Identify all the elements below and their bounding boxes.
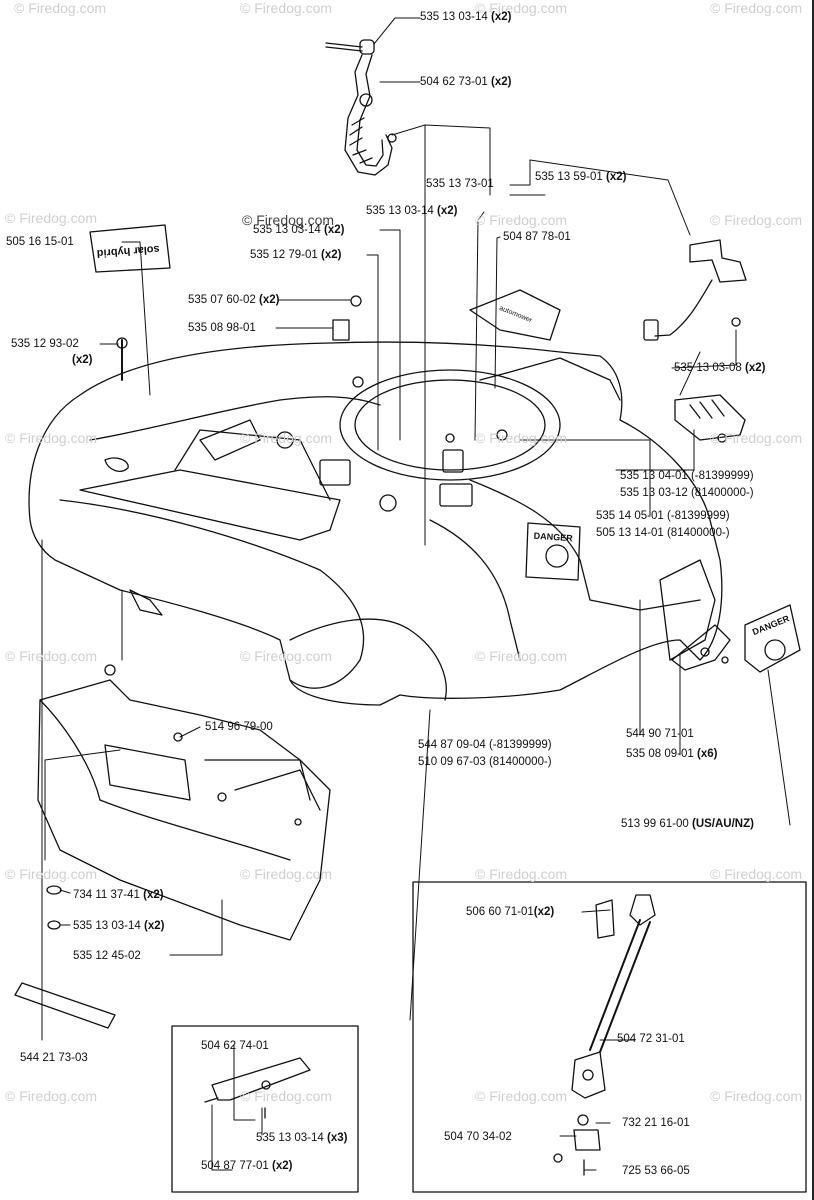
part-label: 535 13 03-14 (x2): [253, 224, 345, 236]
watermark: © Firedog.com: [475, 1088, 568, 1104]
danger-shell-text: DANGER: [533, 531, 573, 544]
watermark: © Firedog.com: [240, 1088, 333, 1104]
watermark: © Firedog.com: [5, 210, 98, 226]
part-label: 505 13 14-01 (81400000-): [596, 527, 730, 539]
part-label: 535 14 05-01 (-81399999): [596, 510, 730, 522]
watermark: © Firedog.com: [710, 866, 803, 882]
part-label: (x2): [72, 354, 93, 366]
part-label: 535 13 03-14 (x2): [420, 11, 512, 23]
part-label: 504 72 31-01: [617, 1033, 685, 1045]
part-label: 544 90 71-01: [626, 728, 694, 740]
part-label: 535 13 03-14 (x2): [366, 205, 458, 217]
right-bracket-part: [674, 394, 746, 443]
part-label: 734 11 37-41 (x2): [73, 889, 164, 901]
part-label: 513 99 61-00 (US/AU/NZ): [621, 818, 754, 830]
part-label: 504 62 73-01 (x2): [420, 76, 512, 88]
danger-sticker-text: DANGER: [751, 613, 791, 637]
part-label: 725 53 66-05: [622, 1165, 690, 1177]
part-label: 535 13 03-12 (81400000-): [620, 487, 754, 499]
part-label: 535 13 73-01: [426, 178, 494, 190]
watermark: © Firedog.com: [14, 0, 107, 16]
inset-mount-box: [171, 1025, 359, 1193]
watermark: © Firedog.com: [475, 0, 568, 16]
part-label: 535 13 03-14 (x3): [256, 1132, 348, 1144]
watermark: © Firedog.com: [240, 648, 333, 664]
part-label: 535 13 59-01 (x2): [535, 171, 627, 183]
solar-hybrid-text: solar hybrid: [96, 243, 160, 259]
part-label: 732 21 16-01: [622, 1117, 690, 1129]
part-label: 504 87 77-01 (x2): [201, 1160, 293, 1172]
automower-plate-text: automower: [498, 305, 533, 325]
part-label: 504 87 78-01: [503, 231, 571, 243]
watermark: © Firedog.com: [240, 430, 333, 446]
watermark: © Firedog.com: [5, 866, 98, 882]
part-label: 535 13 03-08 (x2): [674, 362, 766, 374]
part-label: 535 13 03-14 (x2): [73, 920, 165, 932]
part-label: 544 21 73-03: [20, 1052, 88, 1064]
automower-decal-plate: [469, 289, 561, 341]
watermark: © Firedog.com: [240, 0, 333, 16]
part-label: 505 16 15-01: [6, 236, 74, 248]
part-label: 535 12 93-02: [11, 338, 79, 350]
solar-hybrid-decal: [89, 224, 171, 273]
main-body-shell: [28, 341, 723, 706]
right-fender-part: [671, 624, 731, 671]
part-label: 510 09 67-03 (81400000-): [418, 756, 552, 768]
warning-symbols-strip: [14, 982, 116, 1029]
watermark: © Firedog.com: [710, 0, 803, 16]
watermark: © Firedog.com: [5, 648, 98, 664]
watermark: © Firedog.com: [475, 430, 568, 446]
copyright-notice: © Firedog.com: [242, 212, 335, 228]
watermark: © Firedog.com: [5, 1088, 98, 1104]
part-label: 535 08 98-01: [188, 322, 256, 334]
watermark: © Firedog.com: [710, 430, 803, 446]
part-label: 535 12 45-02: [73, 950, 141, 962]
part-label: 504 62 74-01: [201, 1040, 269, 1052]
part-label: 514 96 79-00: [205, 721, 273, 733]
hook-handle-part: [325, 39, 397, 176]
front-bumper-part: [37, 664, 331, 941]
watermark: © Firedog.com: [710, 212, 803, 228]
part-label: 544 87 09-04 (-81399999): [418, 739, 552, 751]
fasteners: [46, 295, 741, 930]
watermark: © Firedog.com: [240, 866, 333, 882]
watermark: © Firedog.com: [475, 648, 568, 664]
part-label: 535 07 60-02 (x2): [188, 294, 280, 306]
cable-connector: [643, 239, 747, 341]
part-label: 535 12 79-01 (x2): [250, 249, 342, 261]
danger-sticker-part: [744, 604, 801, 673]
watermark: © Firedog.com: [5, 430, 98, 446]
inset-strut-box: [412, 881, 807, 1193]
part-label: 504 70 34-02: [444, 1131, 512, 1143]
part-label: 535 13 04-01 (-81399999): [620, 470, 754, 482]
danger-label-on-shell: [525, 522, 581, 581]
watermark: © Firedog.com: [475, 212, 568, 228]
watermark: © Firedog.com: [710, 1088, 803, 1104]
part-label: 535 08 09-01 (x6): [626, 748, 718, 760]
part-label: 506 60 71-01(x2): [466, 906, 555, 918]
right-border-line: [812, 0, 814, 1200]
leader-lines: [41, 17, 791, 1171]
watermark: © Firedog.com: [475, 866, 568, 882]
